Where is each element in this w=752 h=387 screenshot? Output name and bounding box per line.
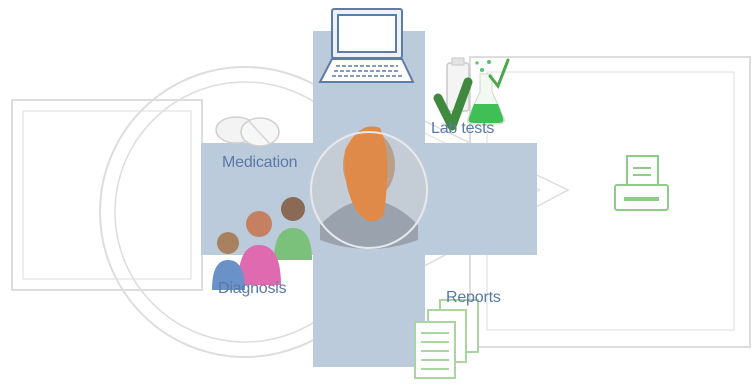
left-outline-square [11, 99, 203, 291]
checkmark-icon [433, 58, 510, 131]
label-reports: Reports [446, 289, 501, 306]
documents-icon [414, 299, 479, 379]
label-medication: Medication [222, 154, 298, 171]
doctor-avatar [309, 126, 429, 250]
printer-icon [614, 155, 669, 211]
label-diagnosis: Diagnosis [218, 280, 287, 297]
pills-icon [215, 116, 280, 147]
lab-flask-icon [446, 57, 505, 125]
label-lab-tests: Lab tests [431, 120, 495, 137]
laptop-icon [318, 8, 415, 83]
family-icon [212, 197, 312, 290]
left-outline-inner [22, 110, 192, 280]
